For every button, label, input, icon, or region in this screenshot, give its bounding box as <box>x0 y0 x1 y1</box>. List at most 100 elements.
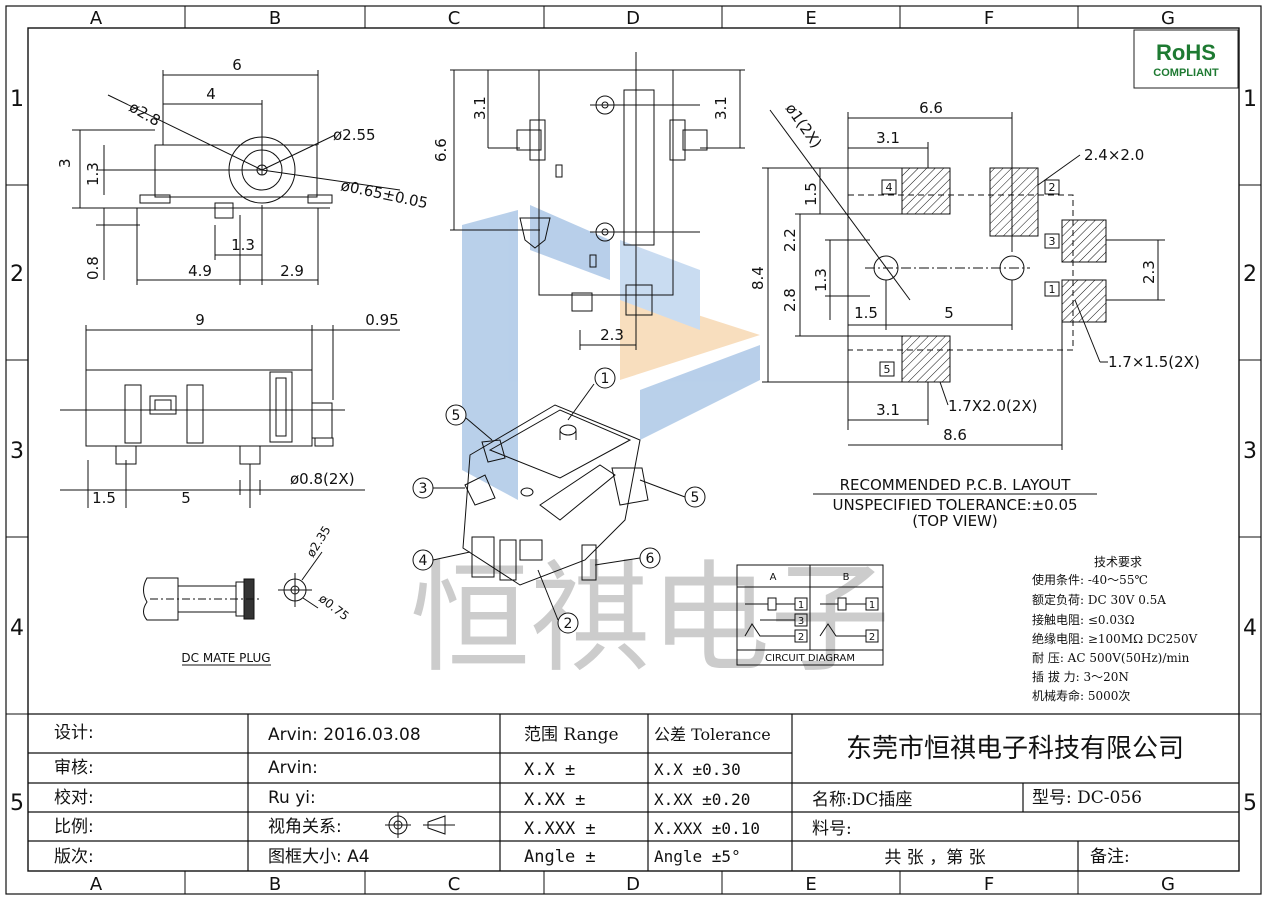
specs-title: 技术要求 <box>1094 555 1142 569</box>
dim-text: 1.5 <box>802 182 820 206</box>
circuit-pin: 1 <box>798 600 804 611</box>
zone-right: 4 <box>1243 616 1257 641</box>
tb-label: 审核: <box>54 758 94 778</box>
spec-line: 插 拔 力: 3～20N <box>1032 669 1129 684</box>
part-name: 名称:DC插座 <box>812 790 912 810</box>
outer-border <box>5 5 1262 895</box>
dim-text: 1.3 <box>231 236 255 254</box>
zone-right: 3 <box>1243 439 1257 464</box>
rohs-badge: RoHS COMPLIANT <box>1133 29 1239 89</box>
zone-left: 2 <box>10 262 24 287</box>
dim-text: 6.6 <box>919 99 943 117</box>
zone-top: A <box>90 8 103 29</box>
tb-tolerance: Angle ±5° <box>654 847 741 866</box>
zone-top: F <box>984 8 994 29</box>
callout-number: 3 <box>419 481 428 497</box>
dim-text: ø2.8 <box>126 98 164 130</box>
rohs-sub: COMPLIANT <box>1153 67 1219 79</box>
dim-text: ø1(2X) <box>782 100 826 151</box>
dim-text: ø0.8(2X) <box>290 470 355 488</box>
zone-ticks <box>6 6 1261 894</box>
dim-text: 5 <box>944 304 954 322</box>
dim-text: 3.1 <box>712 96 730 120</box>
zone-left: 1 <box>10 87 24 112</box>
zone-bottom: E <box>805 874 816 895</box>
circuit-pin: 2 <box>869 632 875 643</box>
pad-label: 2 <box>1049 181 1056 194</box>
iso-callouts <box>412 367 706 634</box>
spec-line: 耐 压: AC 500V(50Hz)/min <box>1032 651 1190 665</box>
zone-bottom: G <box>1161 874 1175 895</box>
tb-range: X.XXX ± <box>524 819 596 839</box>
dim-text: 3 <box>56 158 74 168</box>
zone-bottom: D <box>626 874 640 895</box>
side-view <box>72 70 401 285</box>
plug-label: DC MATE PLUG <box>181 651 270 665</box>
dim-text: 6 <box>232 56 242 74</box>
watermark-text: 恒祺电子 <box>410 550 890 689</box>
circuit-diagram <box>736 564 884 666</box>
tb-label: 版次: <box>54 847 94 867</box>
zone-top: E <box>805 8 816 29</box>
tb-range: X.X ± <box>524 760 575 780</box>
pcb-title: RECOMMENDED P.C.B. LAYOUT <box>840 476 1072 494</box>
tb-value: Ru yi: <box>268 788 316 808</box>
dim-text: 2.2 <box>781 228 799 252</box>
zone-left: 3 <box>10 439 24 464</box>
projection-symbol-icon <box>385 812 455 838</box>
tb-label: 比例: <box>54 817 94 837</box>
dim-text: 2.4×2.0 <box>1084 146 1144 164</box>
spec-line: 绝缘电阻: ≥100MΩ DC250V <box>1032 631 1198 646</box>
dim-text: 2.3 <box>1140 260 1158 284</box>
pcb-view: (TOP VIEW) <box>912 512 997 530</box>
circuit-caption: CIRCUIT DIAGRAM <box>765 653 855 664</box>
zone-right: 5 <box>1243 791 1257 816</box>
company-name: 东莞市恒祺电子科技有限公司 <box>846 734 1184 764</box>
callout-number: 4 <box>419 553 428 569</box>
watermark-logo <box>462 205 760 500</box>
rohs-title: RoHS <box>1156 40 1216 65</box>
dim-text: 8.6 <box>943 426 967 444</box>
dim-text: 1.5 <box>854 304 878 322</box>
callout-number: 5 <box>691 490 700 506</box>
dim-text: ø2.55 <box>333 126 376 144</box>
tb-tolerance: 公差 Tolerance <box>654 725 771 744</box>
zone-bottom: C <box>448 874 461 895</box>
circuit-col-a: A <box>770 572 777 583</box>
spec-line: 使用条件: -40～55℃ <box>1032 572 1148 587</box>
zone-top: G <box>1161 8 1175 29</box>
dim-text: 3.1 <box>876 129 900 147</box>
callout-number: 6 <box>646 551 655 567</box>
tb-value: 视角关系: <box>268 817 342 837</box>
title-block-grid <box>28 713 1239 871</box>
zone-top: D <box>626 8 640 29</box>
dim-text: 1.3 <box>812 268 830 292</box>
tb-value: Arvin: 2016.03.08 <box>268 725 421 745</box>
tb-range: X.XX ± <box>524 790 585 810</box>
spec-line: 机械寿命: 5000次 <box>1032 688 1130 703</box>
dim-text: ø2.35 <box>304 523 334 559</box>
callout-number: 5 <box>452 408 461 424</box>
dim-text: 9 <box>195 311 205 329</box>
zone-left: 4 <box>10 616 24 641</box>
dim-text: ø0.75 <box>316 591 351 623</box>
dim-text: 1.3 <box>84 162 102 186</box>
pad-label: 3 <box>1049 235 1056 248</box>
tb-tolerance: X.XXX ±0.10 <box>654 819 760 838</box>
spec-line: 接触电阻: ≤0.03Ω <box>1032 612 1135 627</box>
tb-range: Angle ± <box>524 847 596 867</box>
zone-top: B <box>269 8 281 29</box>
dim-text: 1.7X2.0(2X) <box>948 397 1038 415</box>
bottom-view <box>60 325 400 508</box>
zone-top: C <box>448 8 461 29</box>
circuit-pin: 2 <box>798 632 804 643</box>
callout-number: 2 <box>564 616 573 632</box>
tb-value: 图框大小: A4 <box>268 847 370 867</box>
pad-label: 5 <box>884 363 891 376</box>
circuit-pin: 3 <box>798 616 804 627</box>
dim-text: 4.9 <box>188 262 212 280</box>
circuit-col-b: B <box>843 572 850 583</box>
spec-line: 额定负荷: DC 30V 0.5A <box>1032 592 1166 607</box>
tb-label: 设计: <box>54 723 94 743</box>
